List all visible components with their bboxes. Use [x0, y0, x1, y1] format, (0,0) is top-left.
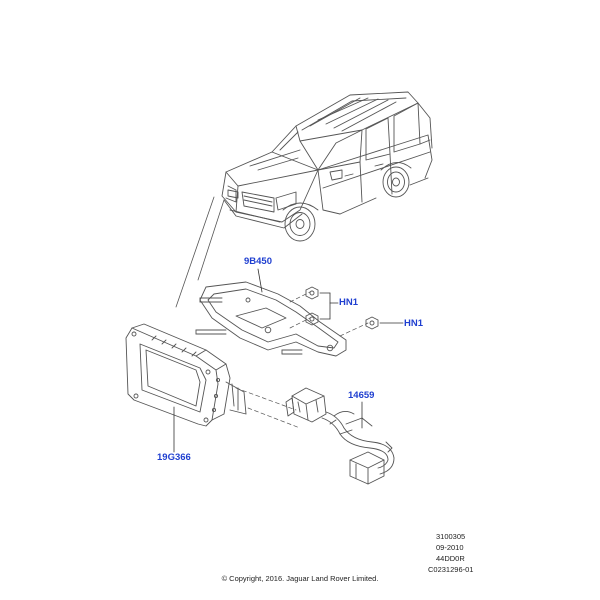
callout-9b450[interactable]: 9B450	[244, 256, 272, 267]
callout-leaders	[173, 268, 404, 453]
reference-code: 44DD0R	[436, 554, 465, 563]
callout-19g366[interactable]: 19G366	[157, 452, 191, 463]
nut-group-upper	[305, 286, 319, 326]
nut-right	[365, 316, 379, 330]
illustration-id: C0231296-01	[428, 565, 474, 574]
assembly-dash-lines	[235, 291, 369, 429]
callout-hn1-upper[interactable]: HN1	[339, 297, 359, 308]
mounting-bracket	[195, 281, 347, 357]
control-module	[125, 323, 247, 427]
location-leader-lines	[175, 196, 225, 308]
callout-hn1-right[interactable]: HN1	[404, 318, 424, 329]
copyright-notice: © Copyright, 2016. Jaguar Land Rover Lim…	[221, 574, 379, 583]
callout-14659[interactable]: 14659	[348, 390, 375, 401]
vehicle-illustration	[221, 91, 433, 242]
reference-number: 3100305	[436, 532, 466, 541]
wiring-harness	[285, 387, 395, 485]
reference-date: 09-2010	[436, 543, 464, 552]
